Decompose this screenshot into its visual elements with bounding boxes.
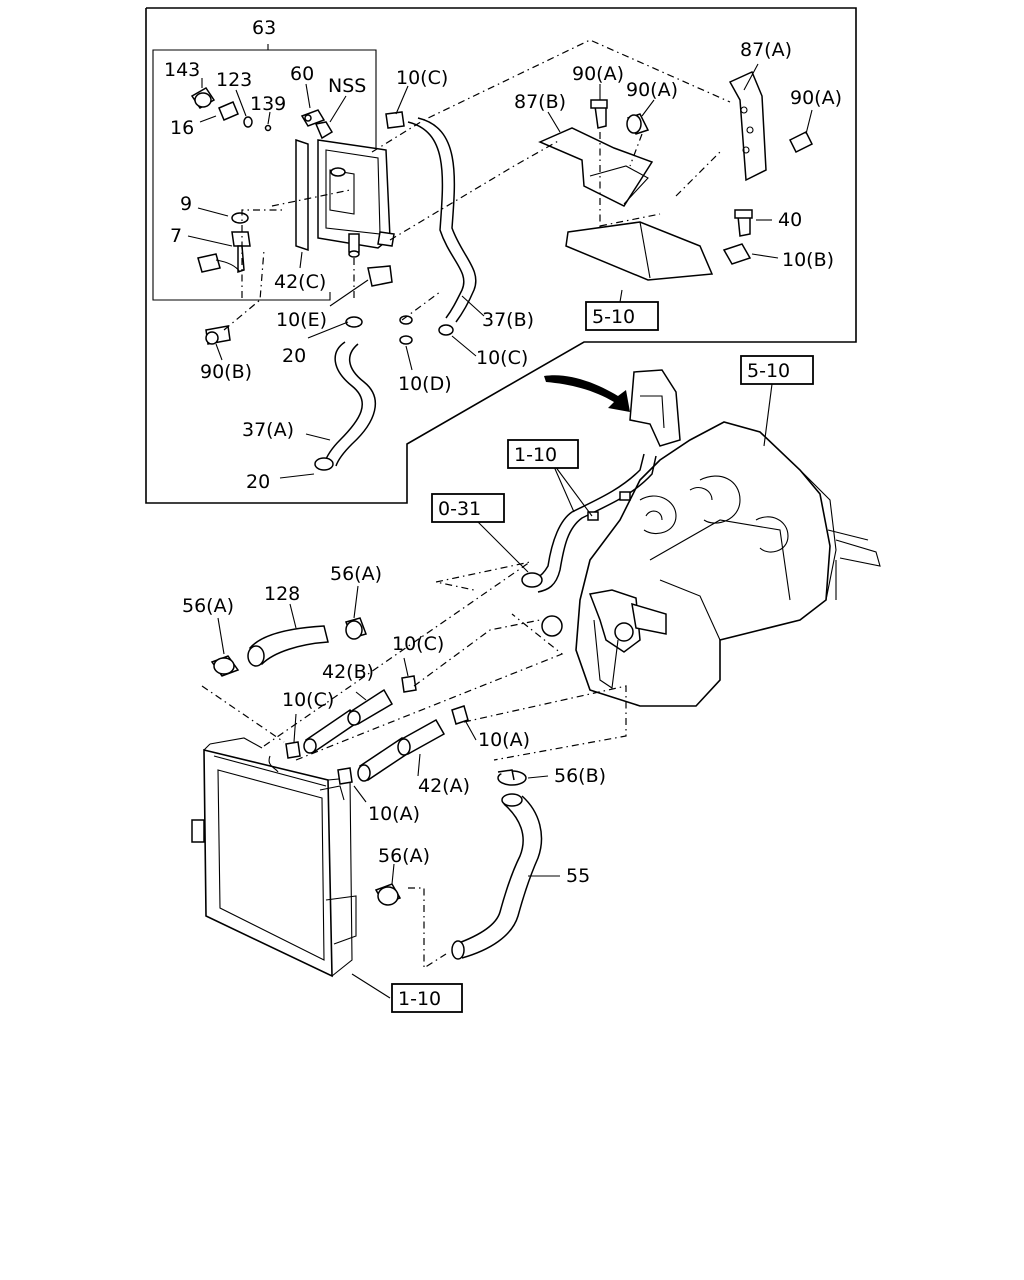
part-label-10d: 10(D) (398, 373, 452, 395)
part-label-87a: 87(A) (740, 39, 792, 61)
cap-fittings (190, 87, 326, 274)
part-label-9: 9 (180, 193, 192, 215)
ref-label: 1-10 (514, 444, 557, 466)
part-label-56a: 56(A) (182, 595, 234, 617)
part-label-20-bottom: 20 (246, 471, 270, 493)
part-label-37b: 37(B) (482, 309, 534, 331)
part-label-10c-mid: 10(C) (476, 347, 528, 369)
ref-label: 5-10 (747, 360, 790, 382)
part-label-56a-lower: 56(A) (378, 845, 430, 867)
part-labels: 63 143 123 139 60 NSS 10(C) 16 9 7 42(C)… (164, 17, 842, 887)
part-label-20: 20 (282, 345, 306, 367)
part-label-90a: 90(A) (626, 79, 678, 101)
part-label-10c-low: 10(C) (392, 633, 444, 655)
part-label-37a: 37(A) (242, 419, 294, 441)
part-label-56a: 56(A) (330, 563, 382, 585)
part-label-10c-rad: 10(C) (282, 689, 334, 711)
part-label-10a: 10(A) (478, 729, 530, 751)
curved-arrow-icon (544, 375, 630, 412)
part-label-40: 40 (778, 209, 802, 231)
part-label-139: 139 (250, 93, 286, 115)
part-label-123: 123 (216, 69, 252, 91)
part-label-nss: NSS (328, 75, 366, 97)
part-label-42b: 42(B) (322, 661, 374, 683)
inset-frame (145, 7, 857, 504)
part-label-87b: 87(B) (514, 91, 566, 113)
part-label-10e: 10(E) (276, 309, 327, 331)
part-label-60: 60 (290, 63, 314, 85)
ref-box-5-10-inset: 5-10 (585, 301, 659, 331)
inset-brackets (538, 70, 814, 281)
part-label-90a: 90(A) (572, 63, 624, 85)
ref-label: 5-10 (592, 306, 635, 328)
ref-box-5-10-engine: 5-10 (740, 355, 814, 385)
ref-box-1-10-top: 1-10 (507, 439, 579, 469)
part-label-90b: 90(B) (200, 361, 252, 383)
part-label-42a: 42(A) (418, 775, 470, 797)
ref-label: 0-31 (438, 498, 481, 520)
part-label-16: 16 (170, 117, 194, 139)
part-label-10c: 10(C) (396, 67, 448, 89)
part-label-10a-lower: 10(A) (368, 803, 420, 825)
part-label-56b: 56(B) (554, 765, 606, 787)
part-label-55: 55 (566, 865, 590, 887)
reservoir-tank (295, 121, 395, 258)
ref-label: 1-10 (398, 988, 441, 1010)
lower-hoses (210, 617, 543, 960)
radiator (191, 737, 357, 978)
inset-hoses (205, 111, 477, 471)
part-label-7: 7 (170, 225, 182, 247)
part-label-143: 143 (164, 59, 200, 81)
ref-leader-lines (351, 289, 773, 999)
part-label-63: 63 (252, 17, 276, 39)
ref-box-0-31: 0-31 (431, 493, 505, 523)
part-label-42c: 42(C) (274, 271, 326, 293)
part-label-90a: 90(A) (790, 87, 842, 109)
engine-block (521, 369, 881, 707)
label-leaders (187, 63, 813, 885)
part-label-10b: 10(B) (782, 249, 834, 271)
ref-box-1-10-bottom: 1-10 (391, 983, 463, 1013)
part-label-128: 128 (264, 583, 300, 605)
inset-leader-lines (223, 39, 731, 331)
lower-leader-lines (201, 561, 627, 970)
